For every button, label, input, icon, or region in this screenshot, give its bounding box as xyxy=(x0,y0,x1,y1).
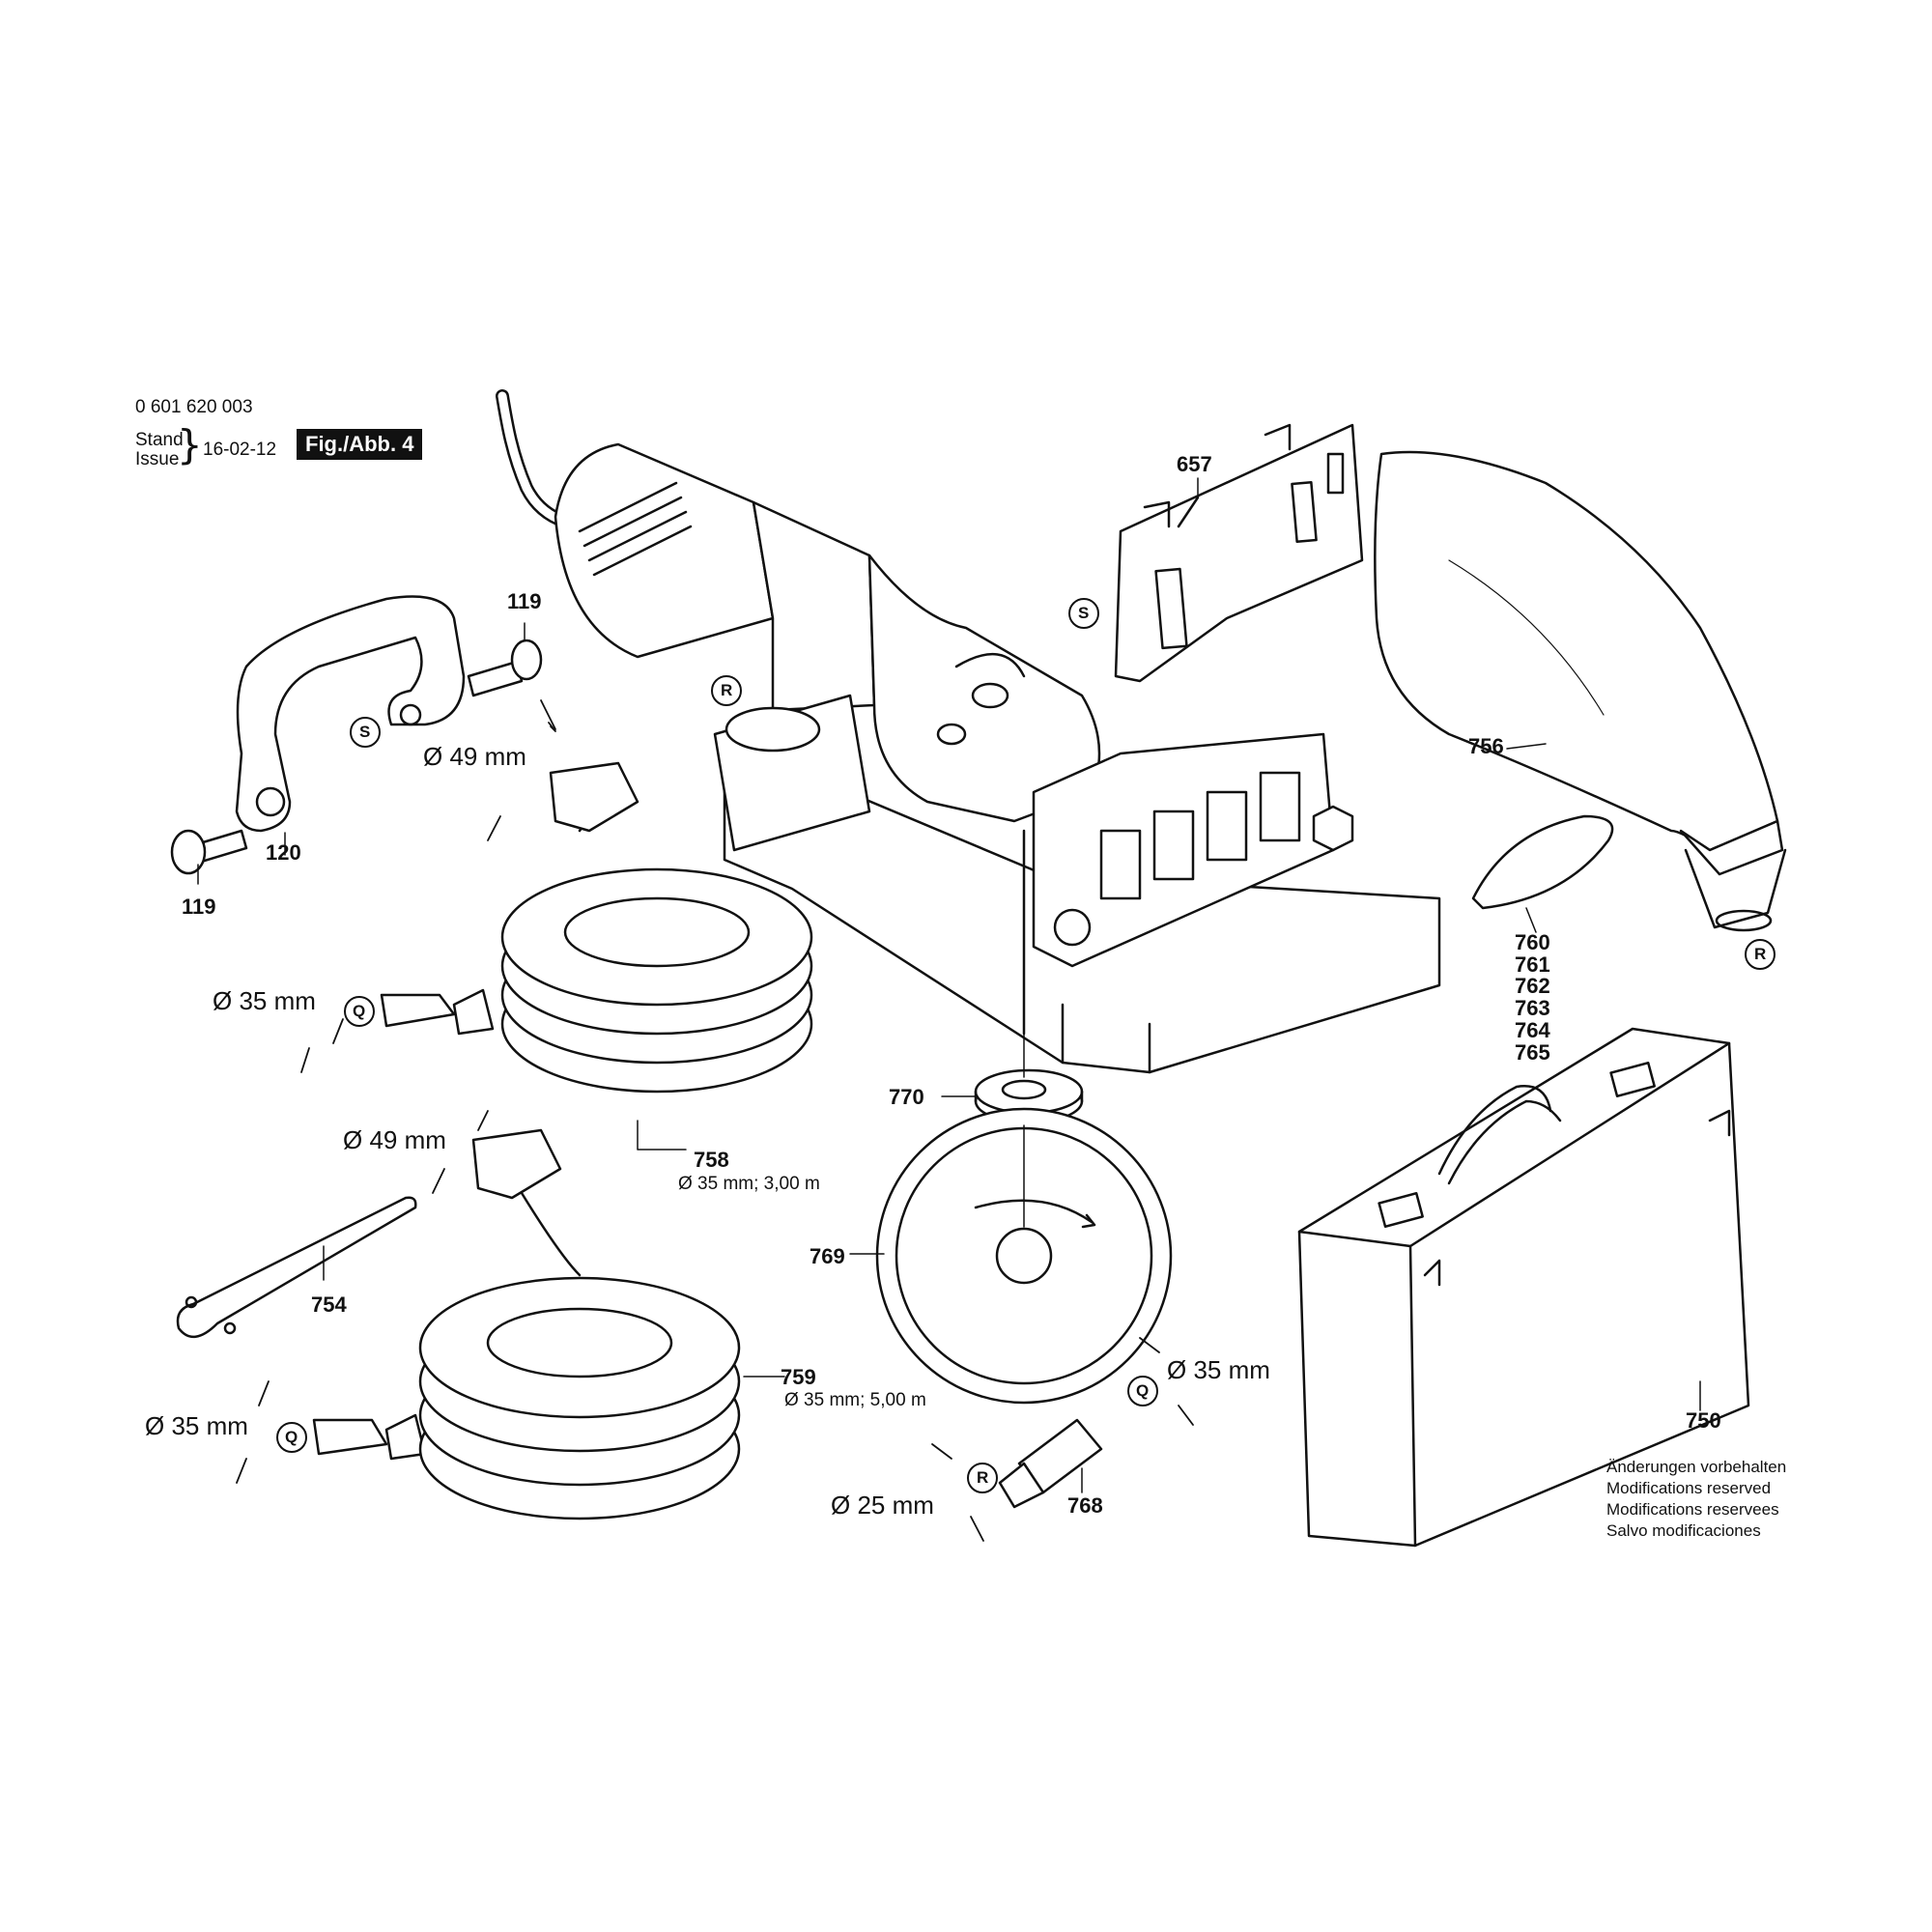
part-label-763: 763 xyxy=(1515,996,1550,1020)
part-label-657: 657 xyxy=(1177,452,1212,476)
screw-119-lower xyxy=(170,829,248,875)
dimension-arrows xyxy=(236,699,1194,1542)
note-fr: Modifications reservees xyxy=(1606,1500,1779,1519)
part-label-119-upper: 119 xyxy=(507,589,542,613)
note-de: Änderungen vorbehalten xyxy=(1606,1458,1787,1476)
dim-49-lower: Ø 49 mm xyxy=(343,1125,446,1154)
marker-q-hose-759: Q xyxy=(285,1428,298,1446)
spanner-754 xyxy=(176,1196,417,1338)
issue-date: 16-02-12 xyxy=(203,440,277,460)
modifications-note: Änderungen vorbehalten Modifications res… xyxy=(1606,1457,1858,1542)
brace-icon: } xyxy=(177,421,203,469)
part-label-762: 762 xyxy=(1515,974,1550,998)
part-label-769: 769 xyxy=(810,1244,845,1268)
dim-25-adapter: Ø 25 mm xyxy=(831,1491,934,1520)
part-label-759: 759 xyxy=(781,1365,816,1389)
callout-circles xyxy=(276,598,1776,1493)
part-label-765: 765 xyxy=(1515,1040,1550,1065)
part-label-750: 750 xyxy=(1686,1408,1721,1433)
dim-35-lower-left: Ø 35 mm xyxy=(145,1411,248,1440)
hose-759-spec: Ø 35 mm; 5,00 m xyxy=(784,1390,926,1410)
part-label-758: 758 xyxy=(694,1148,729,1172)
adapter-768 xyxy=(998,1418,1103,1509)
note-en: Modifications reserved xyxy=(1606,1479,1772,1497)
marker-q-hose-758: Q xyxy=(353,1002,366,1020)
part-label-768: 768 xyxy=(1067,1493,1103,1518)
carry-case-750 xyxy=(1297,1027,1750,1548)
marker-s-handle: S xyxy=(359,723,371,741)
hose-758-spec: Ø 35 mm; 3,00 m xyxy=(678,1174,820,1194)
part-label-764: 764 xyxy=(1515,1018,1550,1042)
part-label-761: 761 xyxy=(1515,952,1550,977)
marker-r-bag: R xyxy=(1754,945,1767,963)
part-label-120: 120 xyxy=(266,840,301,865)
marker-q-adapter: Q xyxy=(1136,1381,1150,1400)
saw-blade-769 xyxy=(875,1107,1173,1405)
doc-number: 0 601 620 003 xyxy=(135,397,253,417)
note-es: Salvo modificaciones xyxy=(1606,1521,1761,1540)
fence-plate-657 xyxy=(1114,423,1364,683)
dim-35-adapter: Ø 35 mm xyxy=(1167,1355,1270,1384)
part-label-756: 756 xyxy=(1468,734,1504,758)
marker-s-fence: S xyxy=(1078,604,1090,622)
dust-bag-756 xyxy=(1374,450,1787,932)
issue-label: Issue xyxy=(135,449,180,469)
stand-label: Stand xyxy=(135,430,184,450)
leader-lines xyxy=(197,477,1701,1493)
handle-120 xyxy=(235,595,466,833)
dim-49-upper: Ø 49 mm xyxy=(423,742,526,771)
marker-r-nose: R xyxy=(721,681,733,699)
part-label-754: 754 xyxy=(311,1293,347,1317)
part-label-119-lower: 119 xyxy=(182,895,216,919)
marker-r-adapter: R xyxy=(977,1468,989,1487)
hose-758 xyxy=(380,761,813,1094)
screw-119-upper xyxy=(467,639,543,697)
biscuit-joiner-body xyxy=(496,389,1441,1074)
biscuit-760 xyxy=(1471,814,1614,910)
part-label-770: 770 xyxy=(889,1085,924,1109)
figure-label: Fig./Abb. 4 xyxy=(297,429,423,460)
hose-759 xyxy=(312,1128,741,1520)
dim-35-upper-left: Ø 35 mm xyxy=(213,986,316,1015)
part-label-760: 760 xyxy=(1515,930,1550,954)
